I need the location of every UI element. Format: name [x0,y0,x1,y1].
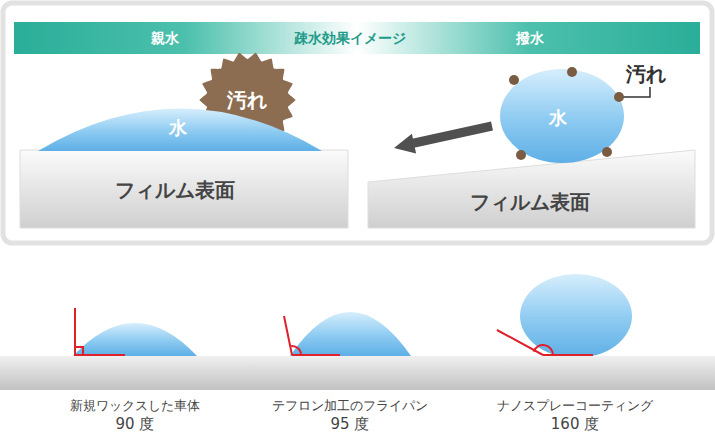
header-band-text: 撥水 [516,30,544,47]
surface-caption: テフロン加工のフライパン [272,398,428,414]
surface-caption: 新規ワックスした車体 [70,398,200,414]
water-drop [520,274,632,358]
panel-frame [3,3,712,243]
water-drop-text: 水 [169,117,187,139]
arrow-head [394,134,416,154]
motion-arrow [412,126,492,144]
angle-value: 160 度 [551,415,599,433]
film-surface: フィルム表面 [368,150,695,228]
water-drop: 水 [500,68,624,164]
dirt-dot [614,92,624,102]
film-surface: フィルム表面 [20,150,348,228]
surface-bar [0,356,715,390]
angle-value: 95 度 [331,415,370,433]
water-drop [73,323,197,356]
dirt-blob-text: 汚れ [227,88,267,112]
surface-caption: ナノスプレーコーティング [497,398,653,414]
film-surface-text: フィルム表面 [470,190,590,214]
dirt-dot [602,147,612,157]
dirt-dot [516,150,526,160]
water-drop: 水 [38,104,322,151]
angle-marks [75,308,593,355]
angle-value: 90 度 [116,415,155,433]
dirt-label: 汚れ [626,62,666,86]
header-band-text: 親水 [151,30,179,47]
water-drop [290,312,411,356]
header-band: 親水 疎水効果イメージ 撥水 [14,22,700,54]
water-drop-text: 水 [549,107,567,129]
film-surface-shape [368,150,695,228]
header-band-text: 疎水効果イメージ [294,30,406,47]
dirt-dot [509,75,519,85]
film-surface-text: フィルム表面 [115,178,235,202]
dirt-dot [567,67,577,77]
